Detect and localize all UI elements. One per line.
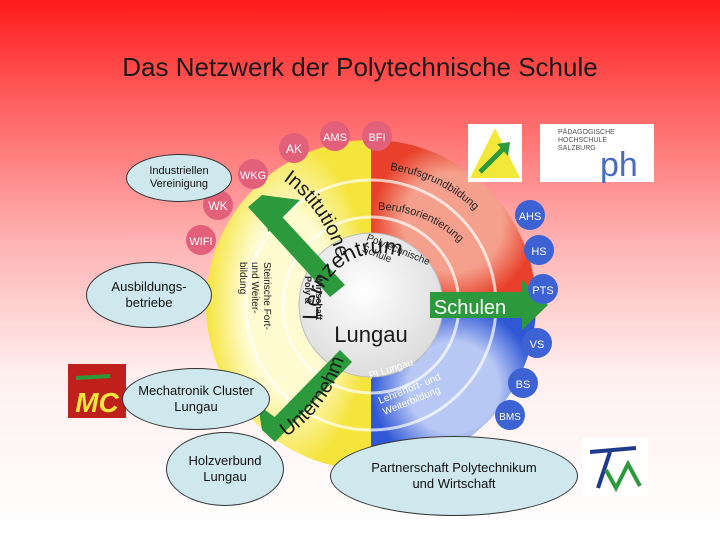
node-wkg: WKG <box>238 159 268 189</box>
node-bs-label: BS <box>516 379 531 391</box>
node-pts: PTS <box>528 274 558 304</box>
node-ams: AMS <box>320 121 350 151</box>
node-bfi: BFI <box>362 121 392 151</box>
page-title: Das Netzwerk der Polytechnische Schule <box>122 52 598 82</box>
poly-wirtschaft-label: Poly & Wirtschaft <box>303 276 324 320</box>
holzverbund-oval: Holzverbund Lungau <box>166 432 284 506</box>
holzverbund-line2: Lungau <box>203 469 247 484</box>
mechatronik-line1: Mechatronik Cluster <box>138 383 254 399</box>
arrow-unternehmen <box>262 350 352 442</box>
node-bms: BMS <box>495 400 525 430</box>
partnerschaft-line1: Partnerschaft Polytechnikum <box>371 460 537 476</box>
arrow-head-institutionen <box>262 195 300 232</box>
node-wifi: WIFI <box>186 225 216 255</box>
poly-wirtschaft-1: Poly & <box>303 276 313 305</box>
node-vs-label: VS <box>530 339 545 351</box>
node-vs: VS <box>522 328 552 358</box>
node-bms-label: BMS <box>499 412 521 423</box>
node-wifi-label: WIFI <box>189 236 212 248</box>
node-ams-label: AMS <box>323 132 347 144</box>
mc-logo: MC <box>68 364 126 418</box>
node-hs: HS <box>524 235 554 265</box>
node-pts-label: PTS <box>532 285 553 297</box>
mechatronik-line2: Lungau <box>174 399 218 414</box>
ausbildungs-line1: Ausbildungs- <box>111 279 187 295</box>
ph-salzburg-logo: PÄDAGOGISCHE HOCHSCHULE SALZBURG ph <box>540 124 654 184</box>
node-bfi-label: BFI <box>368 132 385 144</box>
ph-logo-line3: SALZBURG <box>558 145 596 152</box>
steirische-1: Steirische Fort- <box>261 262 272 330</box>
node-wk: WK <box>203 190 233 220</box>
node-ak-label: AK <box>286 142 302 156</box>
ausbildungsbetriebe-oval: Ausbildungs- betriebe <box>86 262 212 328</box>
mechatronik-cluster-oval: Mechatronik Cluster Lungau <box>122 368 270 430</box>
partnerschaft-line2: und Wirtschaft <box>412 476 496 491</box>
node-wkg-label: WKG <box>240 170 266 182</box>
schulen-label: Schulen <box>434 297 506 319</box>
industriellen-vereinigung-oval: Industriellen Vereinigung <box>126 154 232 202</box>
arrow-schulen <box>430 280 548 330</box>
arrow-head-unternehmen <box>258 405 290 430</box>
steirische-3: bildung <box>237 262 248 294</box>
node-ahs-label: AHS <box>519 211 542 223</box>
center-label-2: Lungau <box>334 322 407 347</box>
holzverbund-line1: Holzverbund <box>188 453 262 469</box>
steirische-label: Steirische Fort- und Weiter- bildung <box>237 262 272 330</box>
partnerschaft-logo <box>582 438 648 496</box>
ph-logo-line2: HOCHSCHULE <box>558 137 607 144</box>
node-ak: AK <box>279 133 309 163</box>
ph-logo-mark: ph <box>600 146 638 184</box>
steirische-2: und Weiter- <box>249 262 260 314</box>
mc-logo-mark: MC <box>75 387 119 418</box>
triangle-arrow-logo <box>468 124 522 182</box>
node-hs-label: HS <box>531 246 546 258</box>
node-wk-label: WK <box>208 199 227 213</box>
partnerschaft-oval: Partnerschaft Polytechnikum und Wirtscha… <box>330 436 578 516</box>
ph-logo-line1: PÄDAGOGISCHE <box>558 128 615 136</box>
ausbildungs-line2: betriebe <box>125 295 173 310</box>
industriellen-label: Industriellen Vereinigung <box>149 164 209 190</box>
node-bs: BS <box>508 368 538 398</box>
node-ahs: AHS <box>515 200 545 230</box>
poly-wirtschaft-2: Wirtschaft <box>314 276 324 320</box>
